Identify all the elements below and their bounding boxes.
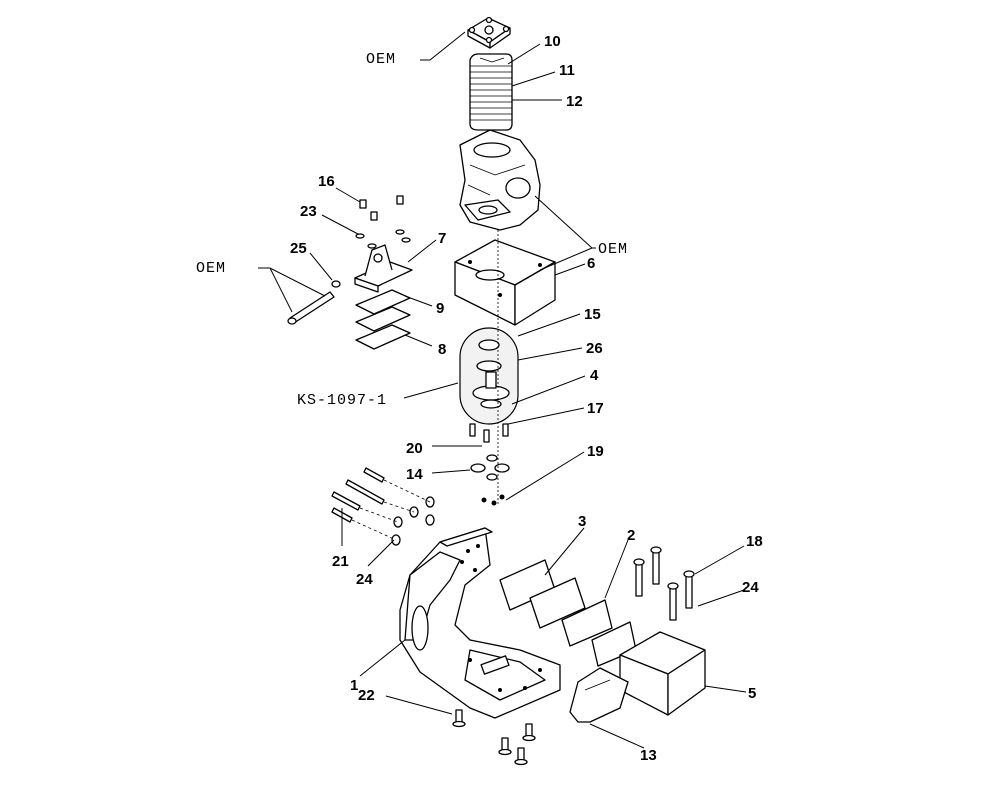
part-5-block (619, 546, 706, 716)
label-11: 11 (559, 62, 575, 79)
ks-1097-1-kit (459, 327, 519, 425)
oem-valve-block (467, 16, 511, 49)
label-ks-1097-1: KS-1097-1 (297, 392, 387, 409)
label-23: 23 (300, 203, 317, 220)
shim-stack (469, 53, 513, 131)
label-17: 17 (587, 400, 604, 417)
label-19: 19 (587, 443, 604, 460)
label-24b: 24 (742, 579, 759, 596)
label-15: 15 (584, 306, 601, 323)
shims-8-9 (355, 289, 411, 350)
label-9: 9 (436, 300, 444, 317)
label-2: 2 (627, 527, 635, 544)
label-7: 7 (438, 230, 446, 247)
part-1-main-bracket (399, 527, 561, 719)
studs-22 (452, 709, 536, 766)
label-oem-right: OEM (598, 241, 628, 258)
label-1: 1 (350, 677, 358, 694)
label-8: 8 (438, 341, 446, 358)
label-oem-top: OEM (366, 51, 396, 68)
bolts-21-washers-24 (331, 467, 435, 546)
label-10: 10 (544, 33, 561, 50)
label-16: 16 (318, 173, 335, 190)
part-6-block (454, 239, 556, 326)
small-parts-14-20 (469, 423, 510, 506)
label-18: 18 (746, 533, 763, 550)
label-25: 25 (290, 240, 307, 257)
label-21: 21 (332, 553, 349, 570)
small-fasteners (287, 195, 411, 325)
label-22: 22 (358, 687, 375, 704)
label-4: 4 (590, 367, 599, 384)
leader-lines (258, 31, 747, 749)
label-3: 3 (578, 513, 586, 530)
part-13-bracket (569, 667, 629, 723)
label-6: 6 (587, 255, 595, 272)
label-24a: 24 (356, 571, 373, 588)
label-20: 20 (406, 440, 423, 457)
label-14: 14 (406, 466, 423, 483)
plates-2-3 (499, 559, 637, 667)
label-26: 26 (586, 340, 603, 357)
label-5: 5 (748, 685, 756, 702)
oem-housing (459, 129, 541, 231)
label-13: 13 (640, 747, 657, 764)
label-12: 12 (566, 93, 583, 110)
label-oem-left: OEM (196, 260, 226, 277)
callout-labels: OEM OEM OEM KS-1097-1 10 11 12 6 16 23 2… (196, 33, 763, 764)
part-7-bracket (354, 244, 413, 293)
